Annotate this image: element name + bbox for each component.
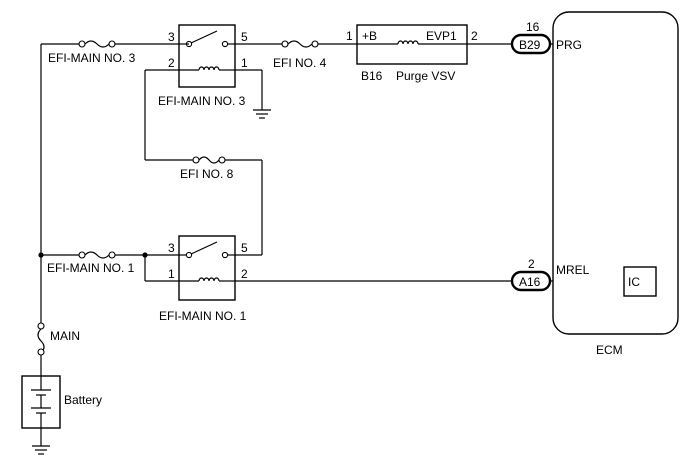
fuse-main-label: MAIN	[50, 329, 80, 343]
connector-a16	[510, 270, 552, 292]
relay1-pin1: 1	[168, 267, 175, 281]
battery-label: Battery	[64, 393, 102, 407]
ecm-label: ECM	[596, 343, 623, 357]
connector-a16-pin: 2	[528, 257, 535, 271]
connector-b29-pin: 16	[526, 20, 540, 34]
fuse-efi-main-no3	[78, 40, 116, 48]
junction-dot-left	[38, 252, 44, 258]
fuse-efi-main-no1	[78, 251, 116, 259]
vsv-pin1: 1	[346, 29, 353, 43]
relay3-pin3: 3	[168, 30, 175, 44]
relay3-pin5: 5	[241, 30, 248, 44]
ecm-ic-block	[623, 266, 657, 297]
relay-efi-main-no1	[178, 235, 236, 301]
connector-b29-name: B29	[519, 38, 541, 52]
relay1-pin3: 3	[168, 241, 175, 255]
vsv-pin-pos-label: +B	[362, 29, 377, 43]
relay3-pin2: 2	[168, 56, 175, 70]
fuse-efi-no4	[281, 40, 319, 48]
battery-ground-icon	[32, 445, 50, 455]
fuse-main	[37, 322, 45, 356]
relay-efi-main-no3-label: EFI-MAIN NO. 3	[158, 94, 246, 108]
vsv-pin2: 2	[471, 29, 478, 43]
connector-a16-name: A16	[519, 275, 541, 289]
relay-efi-main-no1-label: EFI-MAIN NO. 1	[159, 309, 247, 323]
vsv-ref-label: B16	[361, 69, 383, 83]
vsv-pin-sig-label: EVP1	[426, 29, 457, 43]
relay1-pin2: 2	[241, 267, 248, 281]
battery-icon	[21, 375, 61, 429]
relay1-pin5: 5	[241, 241, 248, 255]
relay3-pin1: 1	[241, 56, 248, 70]
fuse-efi-main-no3-label: EFI-MAIN NO. 3	[48, 51, 136, 65]
connector-b29	[510, 33, 552, 55]
fuse-efi-no8	[192, 156, 226, 164]
relay-efi-main-no3	[178, 24, 236, 88]
vsv-name-label: Purge VSV	[396, 69, 455, 83]
purge-vsv	[356, 24, 468, 65]
signal-mrel-label: MREL	[556, 263, 590, 277]
ground-icon	[253, 109, 271, 119]
ecm-ic-label: IC	[628, 275, 640, 289]
wires	[40, 43, 624, 446]
fuse-efi-no8-label: EFI NO. 8	[180, 167, 234, 181]
junction-dot-relay1	[142, 252, 148, 258]
signal-prg-label: PRG	[556, 38, 582, 52]
fuse-efi-no4-label: EFI NO. 4	[273, 56, 327, 70]
ecm-box	[552, 11, 679, 335]
fuse-efi-main-no1-label: EFI-MAIN NO. 1	[47, 261, 135, 275]
